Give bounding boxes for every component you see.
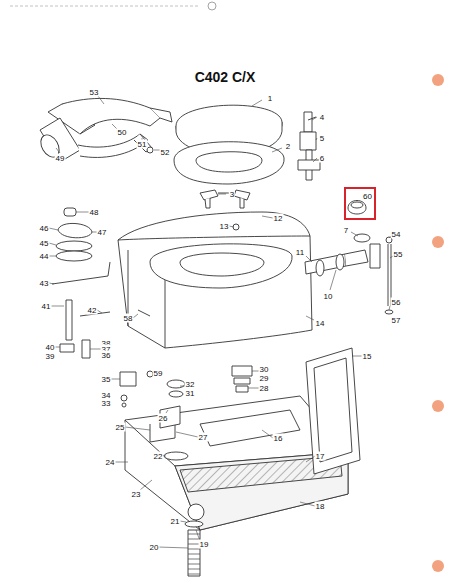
callout-number: 14 xyxy=(315,319,326,328)
callout-number: 26 xyxy=(158,414,169,423)
callout-number: 30 xyxy=(259,365,270,374)
margin-dot xyxy=(432,74,444,572)
hinge xyxy=(200,190,250,208)
callout-number: 58 xyxy=(123,314,134,323)
diagram-title: C402 C/X xyxy=(195,69,256,85)
callout-number: 48 xyxy=(89,208,100,217)
seat-lid xyxy=(174,105,284,184)
callout-number: 39 xyxy=(45,352,56,361)
callout-number: 53 xyxy=(89,88,100,97)
callout-number: 6 xyxy=(319,154,325,163)
highlight-box: 60 xyxy=(344,187,376,220)
callout-number: 16 xyxy=(273,434,284,443)
callout-number: 50 xyxy=(117,128,128,137)
callout-number: 25 xyxy=(115,423,126,432)
callout-number: 2 xyxy=(285,142,291,151)
callout-number: 57 xyxy=(391,316,402,325)
callout-number: 7 xyxy=(343,226,349,235)
toilet-body xyxy=(118,212,312,348)
callout-number: 28 xyxy=(259,384,270,393)
callout-number: 56 xyxy=(391,298,402,307)
callout-number: 33 xyxy=(101,399,112,408)
hinge-bracket xyxy=(298,112,320,180)
leader-line xyxy=(49,96,393,548)
callout-number: 60 xyxy=(363,192,372,201)
callout-number: 5 xyxy=(319,134,325,143)
callout-number: 13 xyxy=(219,222,230,231)
flush-handle xyxy=(37,98,172,162)
small-parts xyxy=(52,208,150,358)
callout-number: 42 xyxy=(87,306,98,315)
callout-number: 49 xyxy=(55,154,66,163)
callout-number: 12 xyxy=(273,214,284,223)
callout-number: 22 xyxy=(153,452,164,461)
callout-number: 1 xyxy=(267,94,273,103)
callout-number: 24 xyxy=(105,458,116,467)
callout-number: 59 xyxy=(153,369,164,378)
callout-number: 11 xyxy=(295,248,305,257)
callout-number: 19 xyxy=(199,540,210,549)
part-60 xyxy=(348,201,366,215)
callout-number: 17 xyxy=(315,452,326,461)
callout-number: 40 xyxy=(45,343,56,352)
callout-number: 52 xyxy=(160,148,171,157)
callout-number: 54 xyxy=(391,230,402,239)
callout-number: 27 xyxy=(198,433,209,442)
callout-number: 29 xyxy=(259,374,270,383)
callout-number: 44 xyxy=(39,252,50,261)
valve-parts xyxy=(120,366,252,407)
callout-number: 10 xyxy=(323,292,334,301)
callout-number: 36 xyxy=(101,351,112,360)
water-tank xyxy=(306,348,360,474)
callout-number: 31 xyxy=(185,389,196,398)
callout-number: 46 xyxy=(39,224,50,233)
flush-pipe xyxy=(305,234,393,314)
callout-number: 15 xyxy=(362,352,373,361)
callout-number: 45 xyxy=(39,239,50,248)
callout-number: 55 xyxy=(393,250,404,259)
callout-number: 47 xyxy=(97,228,108,237)
callout-number: 43 xyxy=(39,279,50,288)
callout-number: 3 xyxy=(229,190,235,199)
pour-spout xyxy=(185,521,203,576)
callout-number: 23 xyxy=(131,490,142,499)
callout-number: 35 xyxy=(101,375,112,384)
callout-number: 41 xyxy=(41,302,52,311)
callout-number: 18 xyxy=(315,502,326,511)
callout-number: 51 xyxy=(137,140,148,149)
callout-number: 4 xyxy=(319,113,325,122)
callout-number: 21 xyxy=(170,517,181,526)
callout-number: 20 xyxy=(149,543,160,552)
callout-number: 32 xyxy=(185,380,196,389)
